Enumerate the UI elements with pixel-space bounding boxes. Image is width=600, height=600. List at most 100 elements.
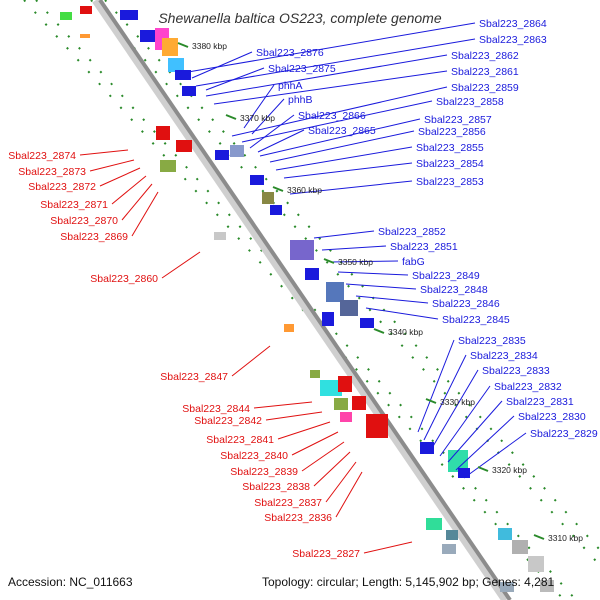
label-line-sbal223-2861 — [213, 70, 448, 105]
label-line-sbal223-2859 — [231, 86, 448, 137]
gene-feature-28 — [352, 396, 366, 410]
map-title: Shewanella baltica OS223, complete genom… — [158, 10, 442, 26]
label-line-sbal223-2854 — [283, 162, 413, 179]
label-line-sbal223-2839 — [301, 441, 345, 472]
gene-feature-32 — [458, 468, 470, 478]
gene-label-sbal223-2870: Sbal223_2870 — [50, 215, 118, 227]
gene-label-sbal223-2833: Sbal223_2833 — [482, 365, 550, 377]
gene-label-sbal223-2856: Sbal223_2856 — [418, 126, 486, 138]
gene-feature-34 — [446, 530, 458, 540]
label-line-sbal223-2827 — [363, 541, 413, 554]
gene-label-sbal223-2827: Sbal223_2827 — [292, 548, 360, 560]
tick-mark — [272, 186, 284, 192]
gene-label-fabg: fabG — [402, 256, 425, 268]
label-line-sbal223-2865 — [257, 129, 305, 153]
gene-label-sbal223-2845: Sbal223_2845 — [442, 314, 510, 326]
label-line-sbal223-2849 — [337, 271, 409, 276]
gene-label-sbal223-2846: Sbal223_2846 — [432, 298, 500, 310]
tick-mark — [425, 398, 437, 404]
genome-backbone — [92, 0, 512, 600]
gene-label-sbal223-2863: Sbal223_2863 — [479, 34, 547, 46]
gene-feature-10 — [262, 192, 274, 204]
label-line-sbal223-2836 — [335, 471, 363, 518]
label-line-phha — [243, 84, 275, 129]
label-line-sbal223-2856 — [269, 130, 415, 163]
gene-label-sbal223-2847: Sbal223_2847 — [160, 371, 228, 383]
dotted-guide-lines — [23, 0, 600, 600]
label-line-sbal223-2857 — [259, 118, 421, 157]
topology-text: Topology: circular; Length: 5,145,902 bp… — [262, 575, 555, 589]
gene-feature-41 — [80, 6, 92, 14]
gene-feature-39 — [540, 580, 554, 592]
gene-label-sbal223-2865: Sbal223_2865 — [308, 125, 376, 137]
gene-feature-11 — [270, 205, 282, 215]
backbone-shadow — [92, 0, 510, 600]
gene-label-sbal223-2854: Sbal223_2854 — [416, 158, 484, 170]
dotted-line — [90, 0, 600, 568]
gene-label-sbal223-2844: Sbal223_2844 — [182, 403, 250, 415]
label-line-sbal223-2830 — [455, 415, 515, 471]
gene-feature-7 — [215, 150, 229, 160]
label-line-sbal223-2842 — [265, 411, 323, 421]
label-line-sbal223-2846 — [355, 295, 429, 304]
tick-mark — [225, 114, 237, 120]
label-line-sbal223-2869 — [131, 191, 159, 237]
gene-label-sbal223-2859: Sbal223_2859 — [451, 82, 519, 94]
tick-label-3320-kbp: 3320 kbp — [492, 465, 527, 475]
gene-label-sbal223-2875: Sbal223_2875 — [268, 63, 336, 75]
gene-label-sbal223-2862: Sbal223_2862 — [451, 50, 519, 62]
label-line-sbal223-2852 — [313, 230, 375, 239]
label-line-sbal223-2853 — [289, 180, 413, 195]
gene-label-phha: phhA — [278, 80, 303, 92]
gene-feature-13 — [305, 268, 319, 280]
tick-label-3380-kbp: 3380 kbp — [192, 41, 227, 51]
label-line-sbal223-2864 — [187, 22, 476, 73]
label-line-sbal223-2873 — [89, 159, 135, 172]
label-line-phhb — [251, 98, 285, 135]
gene-label-sbal223-2849: Sbal223_2849 — [412, 270, 480, 282]
label-line-sbal223-2847 — [231, 345, 271, 377]
gene-feature-4 — [168, 58, 184, 72]
tick-label-3370-kbp: 3370 kbp — [240, 113, 275, 123]
gene-feature-27 — [338, 376, 352, 392]
gene-feature-5 — [175, 70, 191, 80]
accession-text: Accession: NC_011663 — [8, 575, 133, 589]
gene-feature-12 — [290, 240, 314, 260]
label-line-sbal223-2874 — [79, 149, 129, 156]
gene-label-sbal223-2853: Sbal223_2853 — [416, 176, 484, 188]
gene-label-sbal223-2839: Sbal223_2839 — [230, 466, 298, 478]
gene-label-sbal223-2841: Sbal223_2841 — [206, 434, 274, 446]
label-line-sbal223-2829 — [463, 432, 527, 479]
label-line-sbal223-2860 — [161, 251, 201, 279]
gene-feature-33 — [426, 518, 442, 530]
label-line-sbal223-2845 — [365, 307, 439, 320]
label-line-sbal223-2866 — [249, 114, 295, 149]
gene-feature-19 — [176, 140, 192, 152]
gene-label-sbal223-2836: Sbal223_2836 — [264, 512, 332, 524]
gene-feature-37 — [512, 540, 528, 554]
gene-label-sbal223-2852: Sbal223_2852 — [378, 226, 446, 238]
label-line-sbal223-2831 — [447, 400, 503, 463]
gene-label-sbal223-2851: Sbal223_2851 — [390, 241, 458, 253]
label-line-sbal223-2844 — [253, 401, 313, 409]
gene-feature-36 — [498, 528, 512, 540]
gene-label-sbal223-2871: Sbal223_2871 — [40, 199, 108, 211]
reverse-gene-labels: Sbal223_2874Sbal223_2873Sbal223_2872Sbal… — [8, 150, 360, 560]
gene-label-sbal223-2861: Sbal223_2861 — [451, 66, 519, 78]
label-line-sbal223-2838 — [313, 451, 351, 487]
label-line-sbal223-2837 — [325, 461, 357, 503]
gene-label-sbal223-2834: Sbal223_2834 — [470, 350, 538, 362]
gene-feature-3 — [162, 38, 178, 56]
gene-label-sbal223-2866: Sbal223_2866 — [298, 110, 366, 122]
tick-label-3310-kbp: 3310 kbp — [548, 533, 583, 543]
gene-feature-18 — [156, 126, 170, 140]
gene-feature-21 — [214, 232, 226, 240]
gene-label-sbal223-2840: Sbal223_2840 — [220, 450, 288, 462]
label-line-sbal223-2855 — [275, 146, 413, 171]
gene-feature-43 — [500, 582, 514, 592]
gene-feature-23 — [310, 370, 320, 378]
label-line-sbal223-2833 — [431, 369, 479, 449]
gene-feature-30 — [420, 442, 434, 454]
gene-feature-40 — [60, 12, 72, 20]
